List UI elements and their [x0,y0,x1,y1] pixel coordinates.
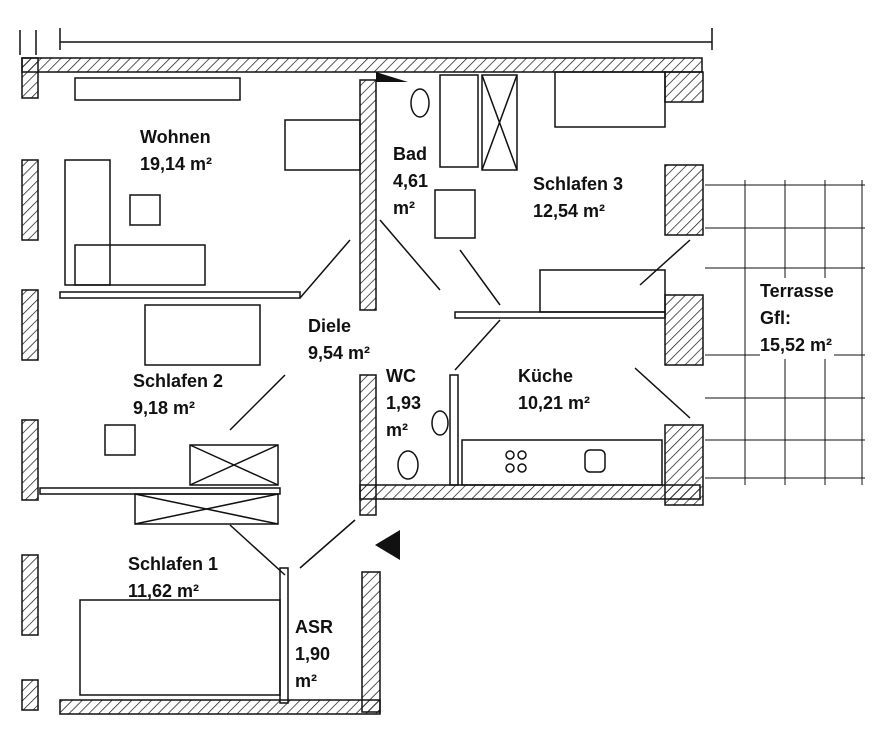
room-label-schlafen2: Schlafen 2 9,18 m² [133,368,223,422]
room-name: Schlafen 2 [133,371,224,391]
room-label-schlafen1: Schlafen 1 11,62 m² [128,551,218,605]
room-area-unit: m² [386,420,408,440]
room-area-value: 1,93 [386,393,422,413]
room-area: 11,62 m² [128,581,200,601]
room-label-schlafen3: Schlafen 3 12,54 m² [533,171,623,225]
room-name: Küche [518,366,574,386]
room-label-terrasse: Terrasse Gfl: 15,52 m² [760,278,834,359]
room-name: ASR [295,617,334,637]
room-label-diele: Diele 9,54 m² [308,313,370,367]
room-label-wohnen: Wohnen 19,14 m² [140,124,212,178]
room-area-value: 4,61 [393,171,429,191]
room-area: 9,54 m² [308,343,371,363]
room-area-value: 1,90 [295,644,331,664]
outer-walls [21,57,704,715]
room-area: 19,14 m² [140,154,213,174]
room-area: 9,18 m² [133,398,196,418]
room-area-unit: m² [393,198,415,218]
room-label-asr: ASR 1,90 m² [295,614,333,695]
room-area: 15,52 m² [760,335,833,355]
room-name: WC [386,366,416,386]
room-name: Terrasse [760,281,834,301]
room-area: 12,54 m² [533,201,606,221]
room-name: Schlafen 3 [533,174,624,194]
room-label-wc: WC 1,93 m² [386,363,421,444]
room-name: Wohnen [140,127,211,147]
room-label-kueche: Küche 10,21 m² [518,363,590,417]
entrance-arrow-icon [375,530,400,560]
room-name: Bad [393,144,428,164]
room-label-bad: Bad 4,61 m² [393,141,428,222]
room-name: Schlafen 1 [128,554,219,574]
room-area-unit: m² [295,671,317,691]
interior-walls [39,71,691,704]
room-area: 10,21 m² [518,393,591,413]
room-name: Diele [308,316,352,336]
room-subtitle: Gfl: [760,308,791,328]
